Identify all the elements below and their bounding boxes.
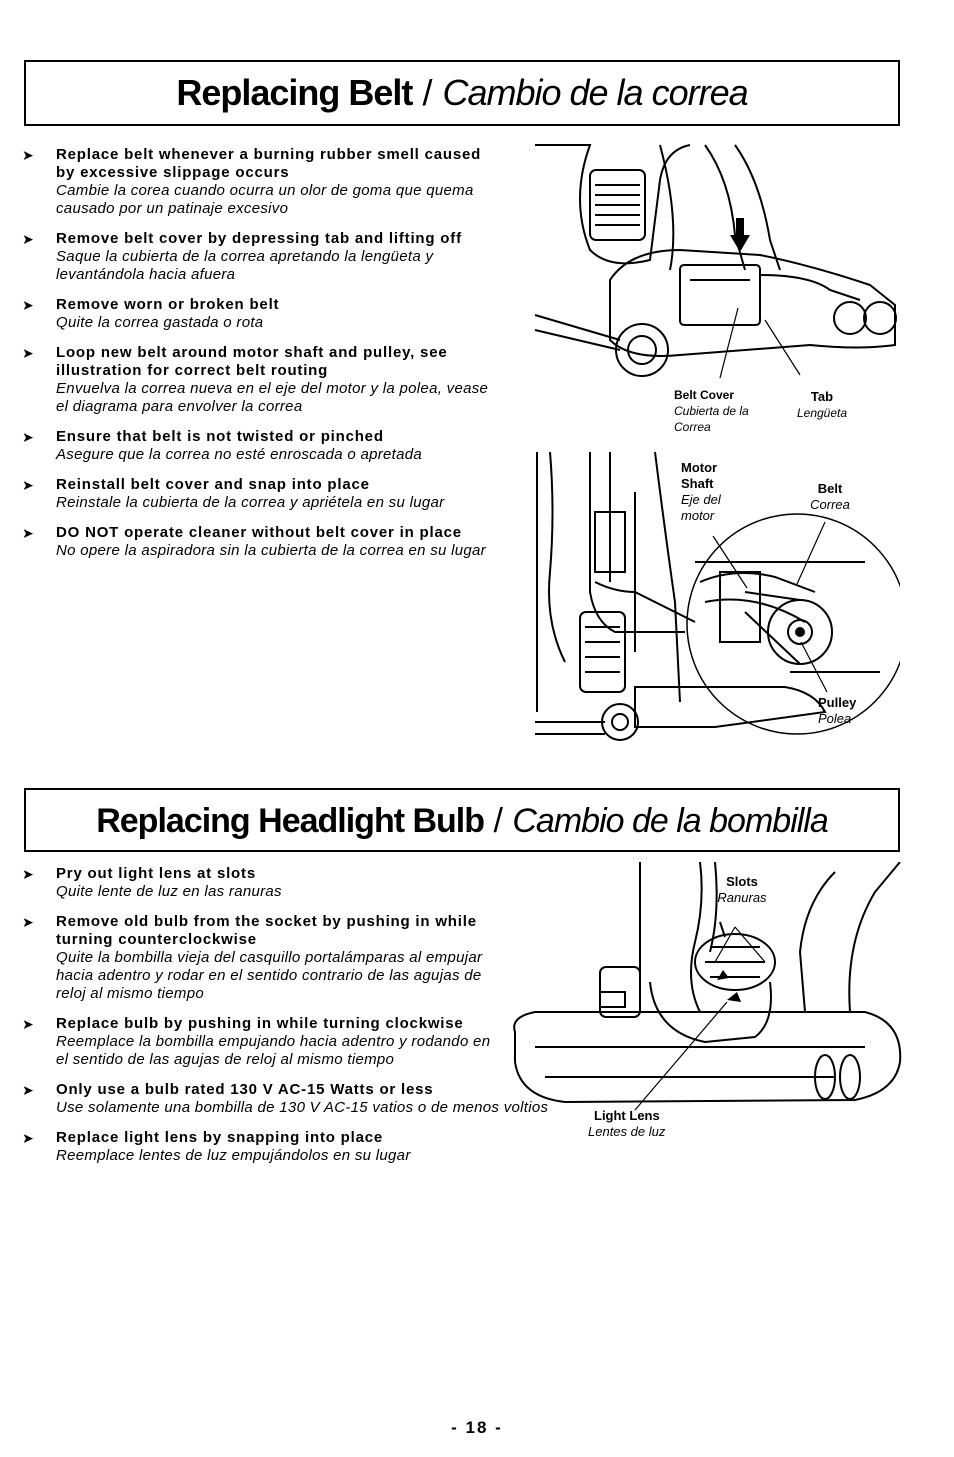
belt-section-title: Replacing Belt / Cambio de la correa [24,60,900,126]
belt-step-es: No opere la aspiradora sin la cubierta d… [56,542,486,559]
arrow-bullet-icon: ➤ [22,866,34,882]
bulb-step-en: Only use a bulb rated 130 V AC-15 Watts … [56,1081,434,1098]
belt-step: ➤ Ensure that belt is not twisted or pin… [22,428,502,464]
belt-step-en: Replace belt whenever a burning rubber s… [56,146,482,181]
belt-label-en: Belt [817,481,843,496]
belt-step-en: Remove worn or broken belt [56,296,280,313]
motor-shaft-label: Motor Shaft Eje del motor [681,460,751,524]
belt-step-es: Quite la correa gastada o rota [56,314,264,331]
belt-label-es: Correa [810,497,850,512]
bulb-step-es: Quite la bombilla vieja del casquillo po… [56,949,483,1002]
belt-label: Belt Correa [800,481,860,513]
bulb-title-es: Cambio de la bombilla [512,802,828,840]
arrow-bullet-icon: ➤ [22,525,34,541]
bulb-step: ➤ Replace light lens by snapping into pl… [22,1129,706,1165]
belt-step-es: Reinstale la cubierta de la correa y apr… [56,494,445,511]
bulb-step-en: Replace light lens by snapping into plac… [56,1129,384,1146]
bulb-step-en: Remove old bulb from the socket by pushi… [56,913,477,948]
belt-step-es: Asegure que la correa no esté enroscada … [56,446,423,463]
belt-step: ➤ Replace belt whenever a burning rubber… [22,146,502,218]
belt-cover-label: Belt Cover Cubierta de la Correa [674,387,764,435]
bulb-title-en: Replacing Headlight Bulb [96,802,485,840]
belt-step: ➤ Loop new belt around motor shaft and p… [22,344,502,416]
bulb-step-es: Use solamente una bombilla de 130 V AC-1… [56,1099,549,1116]
bulb-step-es: Reemplace lentes de luz empujándolos en … [56,1147,411,1164]
belt-step-en: Reinstall belt cover and snap into place [56,476,370,493]
belt-step-en: DO NOT operate cleaner without belt cove… [56,524,462,541]
arrow-bullet-icon: ➤ [22,1082,34,1098]
pulley-label-es: Polea [818,711,852,726]
up-arrow-icon [730,218,750,252]
motor-shaft-label-es: Eje del motor [681,492,721,523]
tab-label: Tab Lengüeta [782,389,862,421]
belt-title-es: Cambio de la correa [442,72,748,113]
tab-label-es: Lengüeta [796,406,848,420]
slots-label-en: Slots [726,874,758,889]
arrow-bullet-icon: ➤ [22,231,34,247]
arrow-bullet-icon: ➤ [22,147,34,163]
slots-label: Slots Ranuras [707,874,777,906]
bulb-steps-list: ➤ Pry out light lens at slots Quite lent… [22,865,706,1165]
bulb-step-en: Pry out light lens at slots [56,865,256,882]
belt-step: ➤ Reinstall belt cover and snap into pla… [22,476,502,512]
light-lens-label-es: Lentes de luz [588,1124,666,1139]
arrow-bullet-icon: ➤ [22,477,34,493]
belt-title-en: Replacing Belt [176,72,413,113]
belt-step: ➤ DO NOT operate cleaner without belt co… [22,524,502,560]
belt-step-es: Envuelva la correa nueva en el eje del m… [56,380,489,415]
bulb-section-title: Replacing Headlight Bulb / Cambio de la … [24,788,900,852]
arrow-bullet-icon: ➤ [22,914,34,930]
bulb-step-en: Replace bulb by pushing in while turning… [56,1015,464,1032]
belt-cover-label-en: Belt Cover [674,388,735,402]
bulb-step: ➤ Replace bulb by pushing in while turni… [22,1015,496,1069]
belt-steps-list: ➤ Replace belt whenever a burning rubber… [22,146,502,560]
bulb-title-separator: / [484,802,513,840]
vacuum-headlight-drawing [513,861,902,1111]
belt-step-es: Saque la cubierta de la correa apretando… [56,248,434,283]
arrow-bullet-icon: ➤ [22,429,34,445]
vacuum-belt-cover-drawing [534,144,897,379]
belt-step-en: Ensure that belt is not twisted or pinch… [56,428,384,445]
pulley-label: Pulley Polea [818,695,878,727]
arrow-bullet-icon: ➤ [22,1130,34,1146]
bulb-step: ➤ Remove old bulb from the socket by pus… [22,913,496,1003]
belt-step: ➤ Remove belt cover by depressing tab an… [22,230,502,284]
light-lens-label-en: Light Lens [594,1108,660,1123]
belt-cover-label-es: Cubierta de la Correa [674,404,749,434]
belt-step-en: Loop new belt around motor shaft and pul… [56,344,448,379]
arrow-bullet-icon: ➤ [22,1016,34,1032]
belt-cover-illustration: Belt Cover Cubierta de la Correa Tab Len… [530,140,900,440]
headlight-illustration: Slots Ranuras Light Lens Lentes de luz [505,861,903,1152]
belt-step-es: Cambie la corea cuando ocurra un olor de… [56,182,474,217]
belt-title-separator: / [412,72,443,113]
bulb-step-es: Quite lente de luz en las ranuras [56,883,282,900]
bulb-step: ➤ Only use a bulb rated 130 V AC-15 Watt… [22,1081,706,1117]
bulb-step-es: Reemplace la bombilla empujando hacia ad… [56,1033,491,1068]
tab-label-en: Tab [810,389,834,404]
arrow-bullet-icon: ➤ [22,345,34,361]
light-lens-label: Light Lens Lentes de luz [588,1108,698,1140]
motor-shaft-label-en: Motor Shaft [681,460,718,491]
belt-routing-illustration: Motor Shaft Eje del motor Belt Correa Pu… [535,451,908,752]
slots-label-es: Ranuras [717,890,767,905]
pulley-label-en: Pulley [818,695,857,710]
belt-step-en: Remove belt cover by depressing tab and … [56,230,462,247]
bulb-step: ➤ Pry out light lens at slots Quite lent… [22,865,496,901]
arrow-bullet-icon: ➤ [22,297,34,313]
belt-step: ➤ Remove worn or broken belt Quite la co… [22,296,502,332]
lens-arrow-icon [727,992,741,1002]
page-number: - 18 - [451,1418,503,1437]
